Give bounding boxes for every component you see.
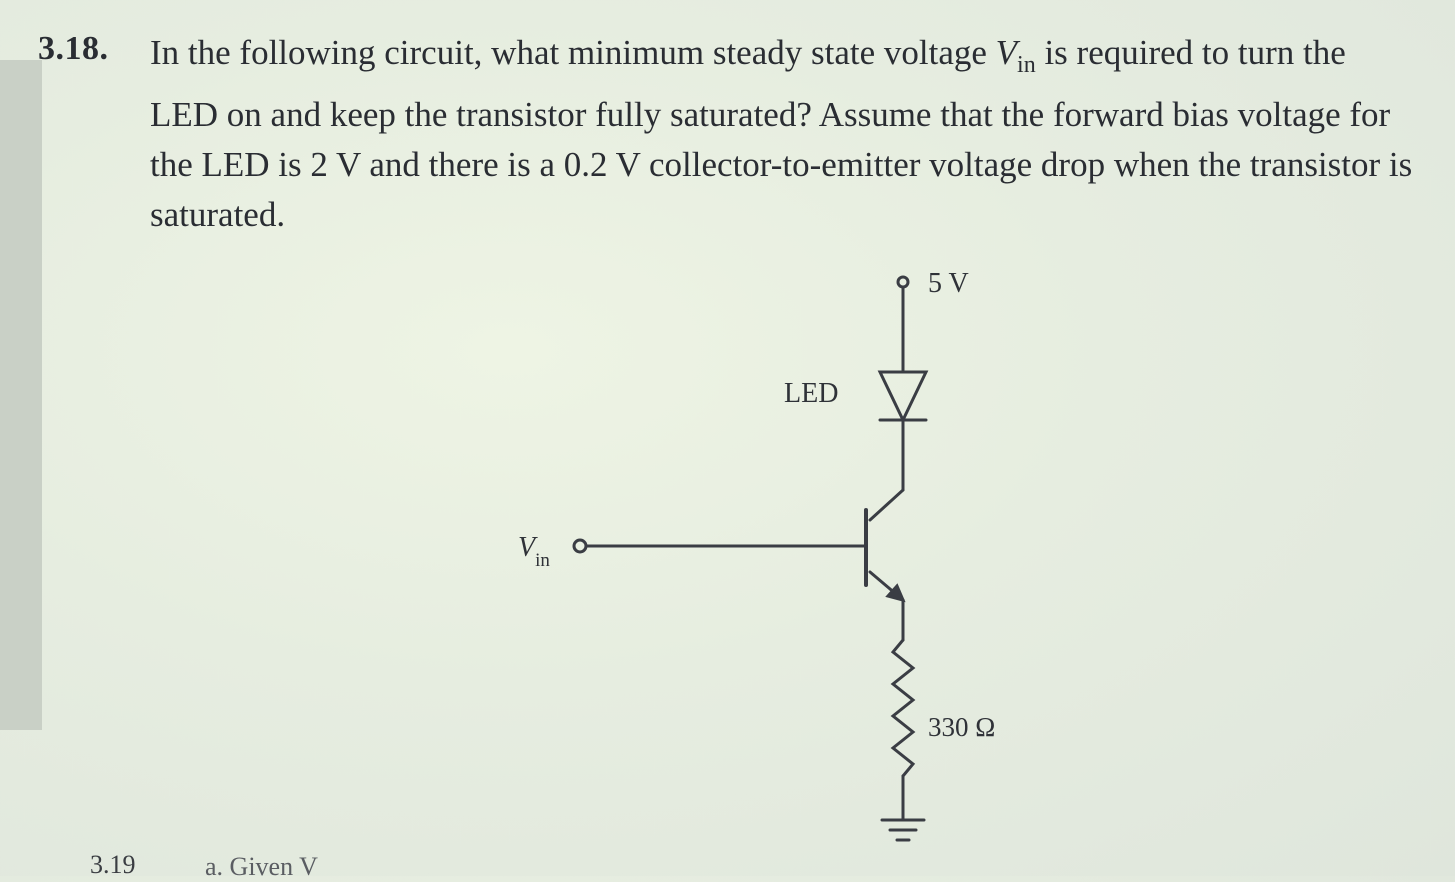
led-diode-icon (877, 370, 929, 424)
resistor-icon (890, 638, 916, 778)
supply-label: 5 V (928, 268, 969, 299)
problem-statement: In the following circuit, what minimum s… (150, 28, 1420, 240)
page-edge-shadow (0, 60, 42, 730)
next-problem-fragment: a. Given V (205, 852, 318, 881)
vin-symbol: Vin (995, 33, 1036, 78)
problem-text-part2: is required to turn the LED on and keep … (150, 33, 1413, 234)
next-problem-number: 3.19 (90, 850, 136, 879)
emitter-arrow-icon (885, 583, 906, 603)
input-label: Vin (518, 532, 550, 571)
led-label: LED (784, 378, 839, 409)
problem-number: 3.18. (38, 30, 109, 67)
input-terminal (572, 538, 588, 554)
problem-text-part1: In the following circuit, what minimum s… (150, 33, 996, 72)
resistor-label: 330 Ω (928, 712, 996, 742)
collector-lead (868, 488, 905, 522)
